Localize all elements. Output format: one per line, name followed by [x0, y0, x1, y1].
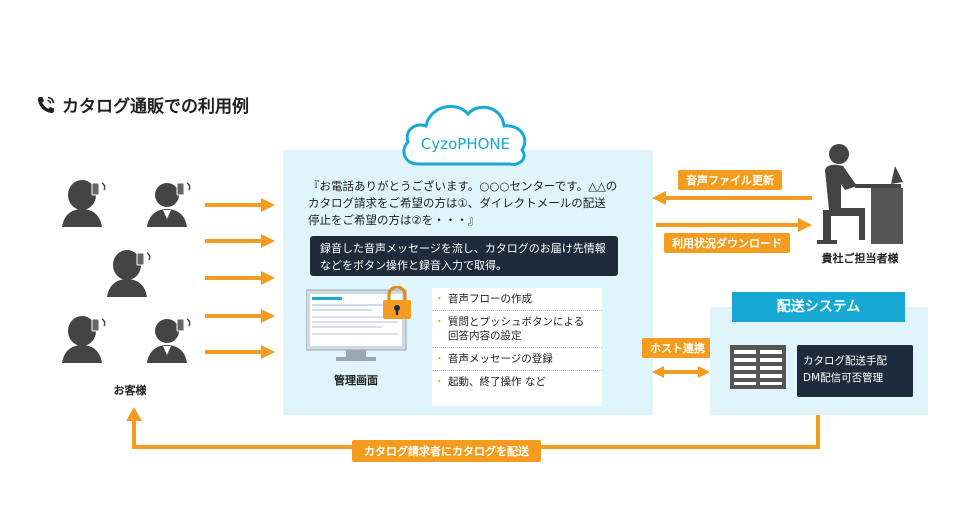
- person-phone-icon: [146, 182, 191, 228]
- lock-icon: [383, 286, 411, 319]
- description-line: などをボタン操作と録音入力で取得。: [320, 259, 507, 272]
- list-item: 音声フローの作成: [432, 288, 602, 311]
- description-line: 録音した音声メッセージを流し、カタログのお届け先情報: [320, 242, 606, 255]
- host-link-label: ホスト連携: [642, 338, 713, 358]
- customers-label: お客様: [113, 384, 147, 397]
- person-phone-icon: [106, 249, 151, 298]
- feature-list: 音声フローの作成 質問とプッシュボタンによる 回答内容の設定 音声メッセージの登…: [432, 288, 602, 406]
- customer-icons: [61, 179, 191, 364]
- script-line: 『お電話ありがとうございます。○○○センターです。△△の: [308, 179, 618, 193]
- audio-update-label: 音声ファイル更新: [678, 170, 782, 190]
- catalog-delivery-label: カタログ請求者にカタログを配送: [352, 440, 541, 462]
- person-phone-icon: [146, 318, 191, 364]
- list-item: 起動、終了操作 など: [432, 371, 602, 393]
- list-item: 音声メッセージの登録: [432, 348, 602, 371]
- title-text: カタログ通販での利用例: [62, 97, 249, 117]
- server-icon: [730, 345, 786, 389]
- staff-arrows: [652, 191, 812, 205]
- download-arrow: [656, 218, 812, 232]
- person-phone-icon: [61, 179, 106, 228]
- page-title: カタログ通販での利用例: [36, 92, 249, 117]
- cloud-label: CyzoPHONE: [420, 135, 511, 153]
- staff-label: 貴社ご担当者様: [821, 252, 899, 265]
- cloud-icon: [402, 104, 527, 166]
- usage-download-label: 利用状況ダウンロード: [664, 233, 790, 253]
- host-link-arrow: [652, 366, 710, 378]
- admin-screen-label: 管理画面: [334, 374, 378, 387]
- desk-worker-icon: [817, 144, 903, 244]
- delivery-system-header: 配送システム: [732, 292, 905, 322]
- script-line: カタログ請求をご希望の方は①、ダイレクトメールの配送: [308, 196, 606, 210]
- person-phone-icon: [61, 315, 106, 364]
- list-item: 質問とプッシュボタンによる 回答内容の設定: [432, 311, 602, 348]
- call-script: 『お電話ありがとうございます。○○○センターです。△△の カタログ請求をご希望の…: [308, 178, 638, 229]
- script-line: 停止をご希望の方は②を・・・』: [308, 213, 480, 227]
- delivery-line: DM配信可否管理: [803, 372, 884, 384]
- delivery-line: カタログ配送手配: [803, 355, 887, 367]
- customer-arrows: [205, 198, 275, 359]
- phone-icon: [38, 96, 55, 113]
- delivery-functions: カタログ配送手配 DM配信可否管理: [797, 345, 913, 397]
- recording-description: 録音した音声メッセージを流し、カタログのお届け先情報 などをボタン操作と録音入力…: [310, 236, 618, 276]
